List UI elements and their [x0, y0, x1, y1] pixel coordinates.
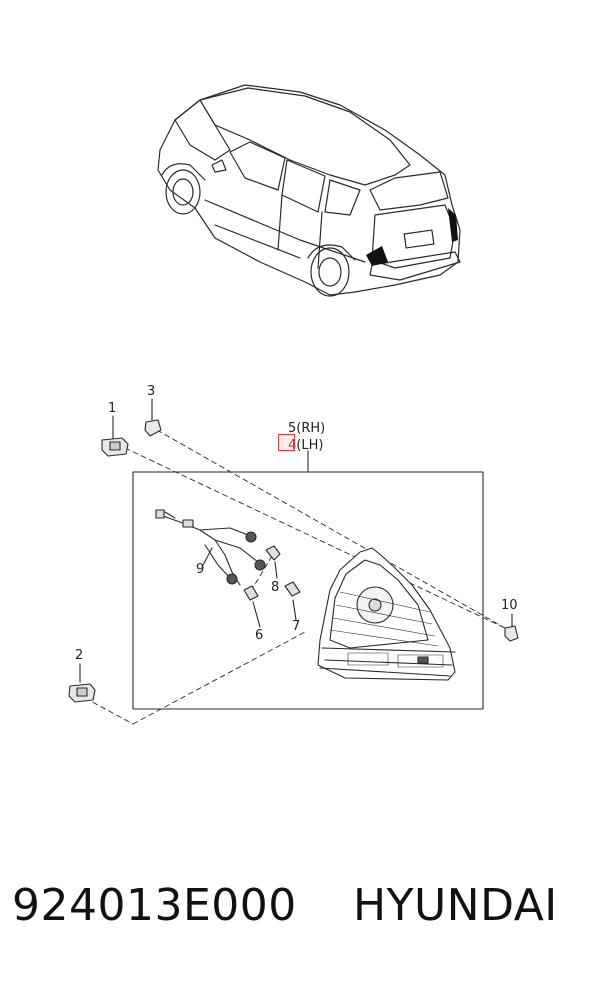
callout-4-number: 4	[288, 438, 297, 453]
part-number: 924013E000	[12, 880, 297, 931]
callout-5-suffix: (RH)	[296, 421, 326, 436]
callout-5-number: 5	[288, 421, 297, 436]
callout-10: 10	[501, 598, 518, 613]
callout-7: 7	[292, 619, 301, 634]
callout-6: 6	[255, 628, 264, 643]
callout-5: 5(RH)	[288, 422, 325, 435]
callout-1: 1	[108, 401, 117, 416]
callout-9: 9	[196, 562, 205, 577]
callout-4: 4(LH)	[288, 439, 323, 452]
callout-2: 2	[75, 648, 84, 663]
brand-name: HYUNDAI	[353, 880, 558, 931]
callout-4-suffix: (LH)	[296, 438, 324, 453]
callout-3: 3	[147, 384, 156, 399]
highlight-marker	[278, 434, 295, 451]
callout-8: 8	[271, 580, 280, 595]
